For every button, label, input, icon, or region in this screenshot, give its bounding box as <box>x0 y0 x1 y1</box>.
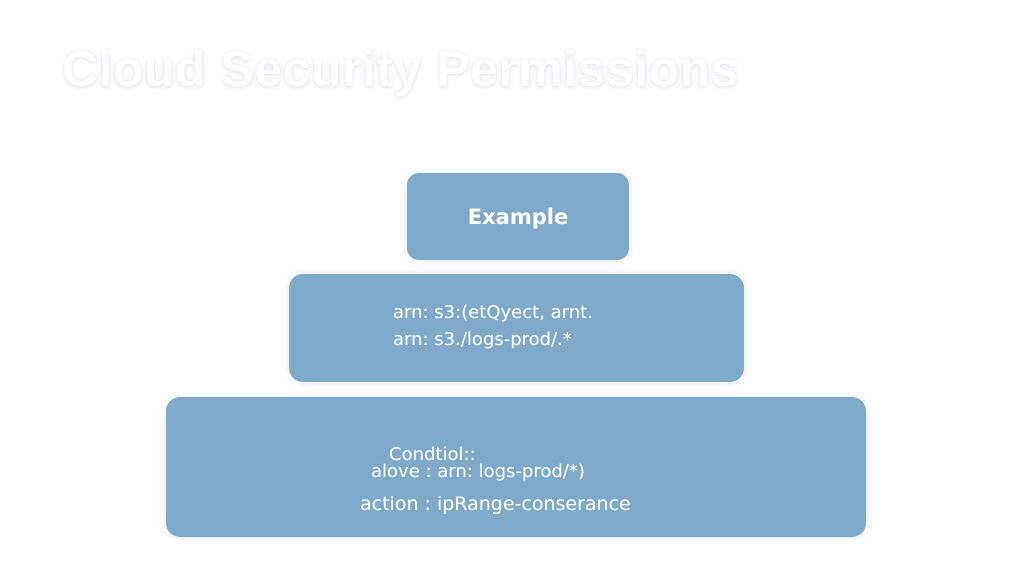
tier-bottom-line-1: Condtiol:: <box>389 444 476 465</box>
tier-top-label: Example <box>467 204 569 229</box>
tier-middle-line-2: arn: s3./logs-prod/.* <box>393 329 572 350</box>
tier-middle-box: arn: s3:(etQyect, arnt. arn: s3./logs-pr… <box>289 274 744 382</box>
tier-middle-line-1: arn: s3:(etQyect, arnt. <box>393 302 593 323</box>
tier-bottom-line-2: alove : arn: logs-prod/*) <box>371 461 585 482</box>
tier-bottom-box: Condtiol:: alove : arn: logs-prod/*) act… <box>166 397 866 537</box>
page-title: Cloud Security Permissions <box>62 41 740 97</box>
tier-bottom-line-3: action : ipRange-conserance <box>360 493 631 515</box>
tier-top-box: Example <box>407 173 629 260</box>
